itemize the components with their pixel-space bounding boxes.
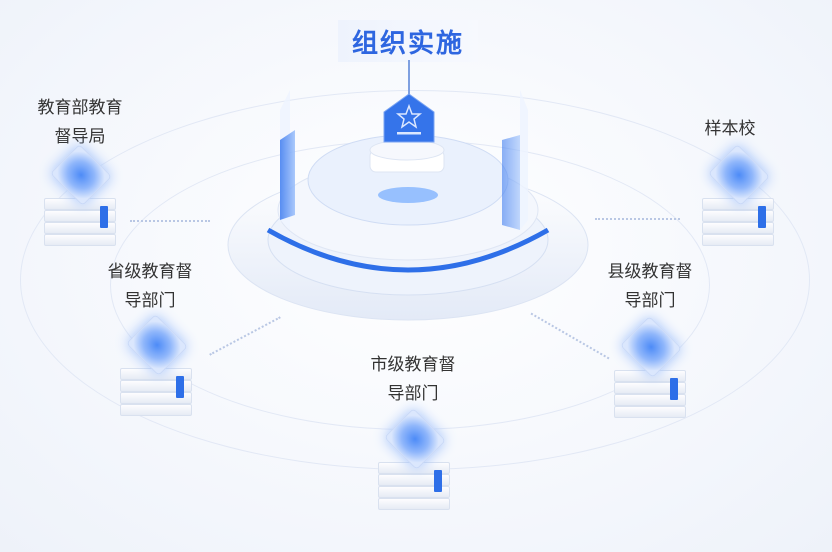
node-label-provincial: 省级教育督导部门 <box>90 258 210 316</box>
label-line: 县级教育督 <box>607 262 693 282</box>
label-line: 样本校 <box>704 119 756 139</box>
label-line: 督导局 <box>54 127 106 147</box>
label-line: 市级教育督 <box>370 355 456 375</box>
node-label-sample-school: 样本校 <box>680 115 780 144</box>
label-line: 省级教育督 <box>107 262 193 282</box>
arrow-sample-school <box>595 218 680 220</box>
label-line: 导部门 <box>387 384 439 404</box>
node-label-ministry: 教育部教育督导局 <box>20 94 140 152</box>
node-label-city: 市级教育督导部门 <box>353 351 473 409</box>
server-stack-icon <box>370 408 466 510</box>
server-stack-icon <box>694 144 790 246</box>
house-star-icon <box>383 93 435 143</box>
server-stack-icon <box>606 316 702 418</box>
server-stack-icon <box>36 144 132 246</box>
arrow-ministry <box>130 220 210 222</box>
center-title: 组织实施 <box>338 20 478 62</box>
server-stack-icon <box>112 314 208 416</box>
label-line: 导部门 <box>124 291 176 311</box>
node-label-county: 县级教育督导部门 <box>590 258 710 316</box>
label-line: 教育部教育 <box>37 98 123 118</box>
central-platform <box>227 90 589 321</box>
label-line: 导部门 <box>624 291 676 311</box>
connector-line <box>408 60 410 94</box>
